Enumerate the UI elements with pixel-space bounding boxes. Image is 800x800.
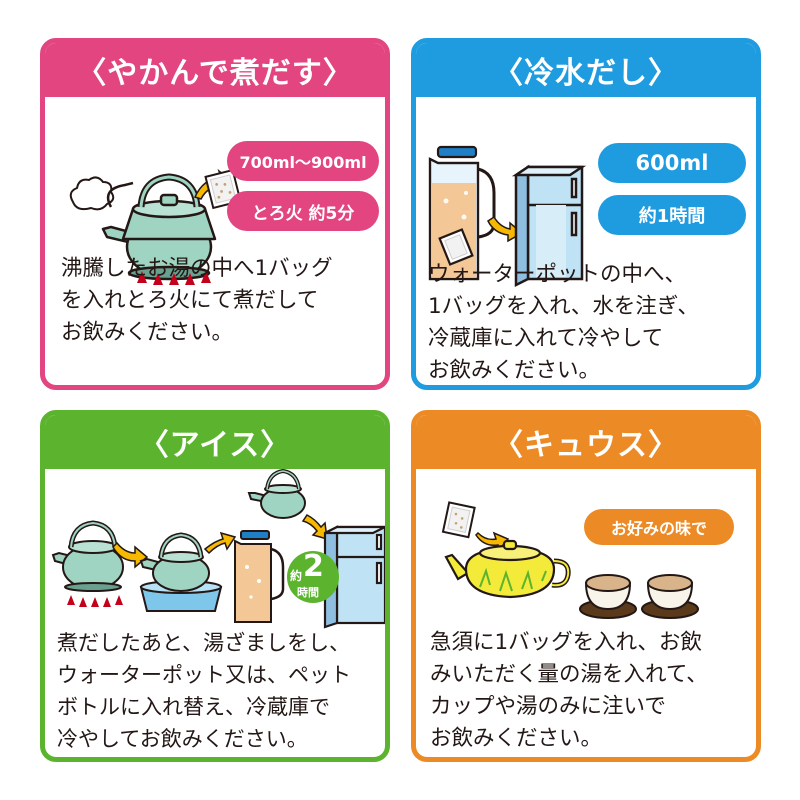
volume-badge: 700ml〜900ml [227, 141, 379, 181]
kettle-icon [247, 468, 306, 519]
water-pot-icon [428, 145, 496, 281]
flame-icon [67, 595, 123, 607]
kyusu-scene [441, 501, 699, 619]
duration-badge: 約 2 時間 [287, 549, 339, 603]
refrigerator-icon [511, 164, 587, 288]
volume-badge: 600ml [598, 143, 746, 183]
duration-number: 2 [303, 549, 324, 584]
time-badge: 約1時間 [598, 195, 746, 235]
kettle-icon [139, 532, 210, 592]
arrow-icon [301, 514, 328, 541]
iced-tea-title: 〈アイス〉 [45, 415, 385, 469]
iced-tea-illustration [45, 468, 385, 629]
steam-icon [69, 176, 115, 211]
kettle-icon [51, 520, 124, 592]
kyusu-title: 〈キュウス〉 [416, 415, 756, 469]
kyusu-card: 〈キュウス〉 [411, 410, 761, 762]
teacup-icon [641, 574, 699, 619]
tea-bag-icon [441, 501, 476, 539]
teapot-icon [444, 539, 571, 599]
kyusu-description: 急須に1バッグを入れ、お飲 みいただく量の湯を入れて、 カップや湯のみに注いで … [430, 630, 708, 751]
iced-tea-description: 煮だしたあと、湯ざましをし、 ウォーターポット又は、ペット ボトルに入れ替え、冷… [57, 631, 351, 751]
kettle-scene [69, 168, 242, 285]
iced-tea-scene [51, 468, 385, 629]
time-badge: とろ火 約5分 [227, 191, 379, 231]
refrigerator-icon [323, 525, 385, 629]
kettle-icon [101, 173, 217, 281]
cold-brew-scene [428, 145, 587, 288]
arrow-icon [203, 531, 237, 555]
taste-badge: お好みの味で [584, 509, 734, 545]
kettle-brew-title: 〈やかんで煮だす〉 [45, 43, 385, 97]
cold-brew-description: ウォーターポットの中へ、 1バッグを入れ、水を注ぎ、 冷蔵庫に入れて冷やして お… [428, 262, 699, 383]
kyusu-illustration [416, 469, 756, 629]
cold-brew-card: 〈冷水だし〉 [411, 38, 761, 390]
duration-prefix: 約 [290, 569, 303, 583]
teacup-icon [579, 574, 637, 619]
kettle-brew-illustration [45, 97, 385, 287]
water-pot-icon [234, 530, 285, 623]
kettle-brew-description: 沸騰したお湯の中へ1バッグ を入れとろ火にて煮だして お飲みください。 [61, 256, 333, 345]
kettle-brew-card: 〈やかんで煮だす〉 [40, 38, 390, 390]
iced-tea-card: 〈アイス〉 [40, 410, 390, 762]
cold-brew-title: 〈冷水だし〉 [416, 43, 756, 97]
cold-brew-illustration [416, 97, 756, 288]
duration-unit: 時間 [297, 586, 319, 599]
flame-icon [137, 271, 211, 285]
